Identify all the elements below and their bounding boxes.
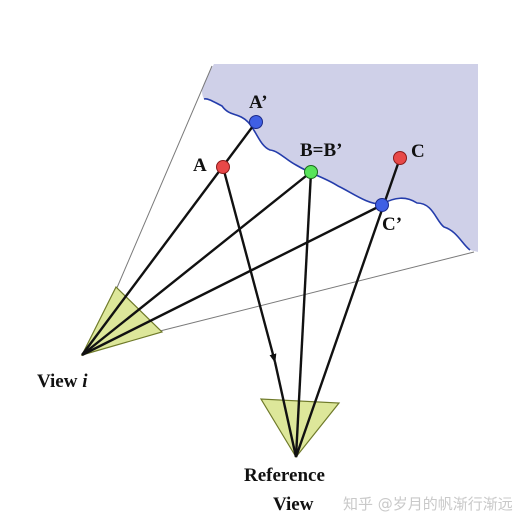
- label-reference: Reference: [244, 465, 325, 486]
- ray-reference-to-b: [294, 171, 313, 458]
- label-b-equals-b-prime: B=B’: [300, 140, 343, 161]
- point-a-prime: [249, 115, 263, 129]
- surface-boundary: [203, 98, 471, 251]
- label-view-i: View i: [37, 372, 87, 391]
- watermark: 知乎 @岁月的帆渐行渐远: [343, 495, 513, 513]
- ray-a-to-reference-tail: [273, 361, 298, 458]
- scene-surface: [202, 64, 478, 252]
- label-a: A: [193, 155, 207, 176]
- label-c: C: [411, 141, 425, 162]
- ray-view-i-to-a-prime: [81, 121, 257, 356]
- ray-view-i-to-b: [81, 171, 312, 356]
- label-view-i-index: i: [82, 371, 88, 392]
- label-reference-view: View: [273, 494, 314, 515]
- label-view-i-word: View: [37, 371, 83, 392]
- point-c-prime: [375, 198, 389, 212]
- label-c-prime: C’: [382, 214, 403, 235]
- point-b: [304, 165, 318, 179]
- ray-a-to-reference: [221, 166, 277, 363]
- fov-line-upper: [115, 65, 213, 291]
- point-a: [216, 160, 230, 174]
- ray-view-i-to-c-prime: [81, 203, 383, 357]
- label-a-prime: A’: [249, 92, 268, 113]
- point-c: [393, 151, 407, 165]
- fov-line-lower: [159, 251, 475, 332]
